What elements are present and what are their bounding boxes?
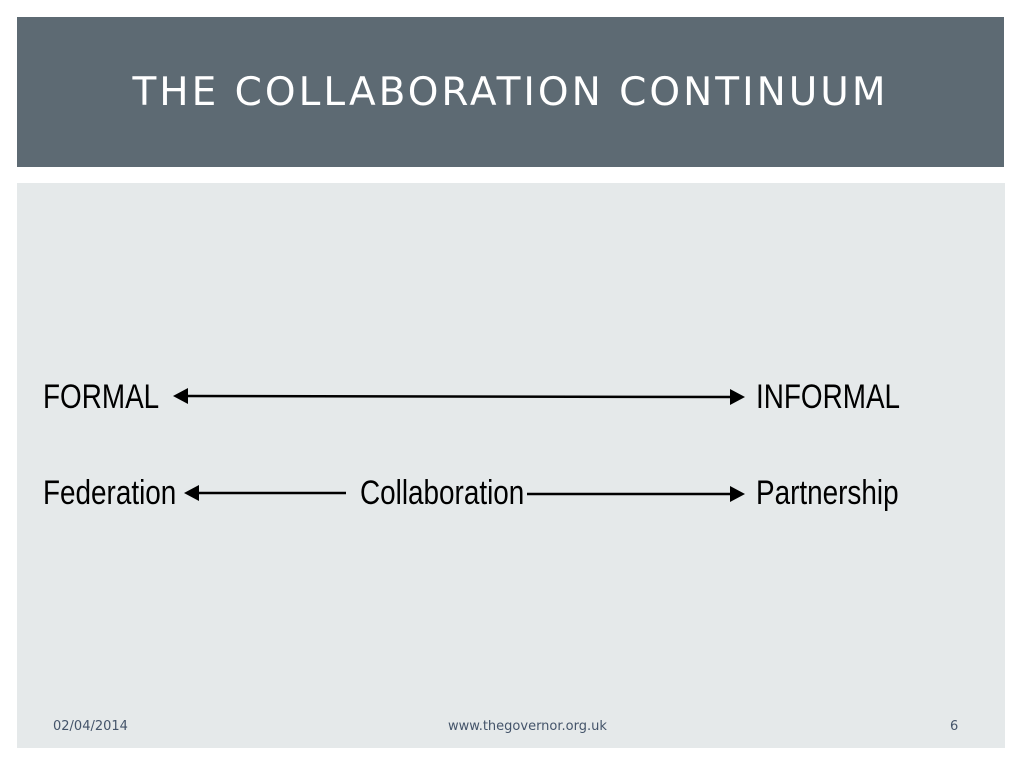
federation-label: Federation [43, 474, 177, 512]
content-area [17, 183, 1005, 748]
collaboration-to-federation-arrow [184, 485, 346, 501]
footer-date: 02/04/2014 [53, 719, 128, 734]
footer-page-number: 6 [950, 719, 959, 734]
formal-label: FORMAL [43, 378, 160, 416]
partnership-label: Partnership [756, 474, 899, 512]
collaboration-label: Collaboration [360, 474, 525, 512]
arrow-left-head [173, 388, 188, 404]
arrow-right-head [730, 486, 745, 502]
slide-title: THE COLLABORATION CONTINUUM [132, 69, 889, 115]
informal-label: INFORMAL [756, 378, 901, 416]
arrow-right-head [730, 389, 745, 405]
arrow-left-head [184, 485, 199, 501]
formal-informal-arrow [173, 388, 745, 405]
footer-url: www.thegovernor.org.uk [448, 719, 607, 734]
collaboration-to-partnership-arrow [527, 486, 745, 502]
title-bar: THE COLLABORATION CONTINUUM [17, 17, 1004, 167]
